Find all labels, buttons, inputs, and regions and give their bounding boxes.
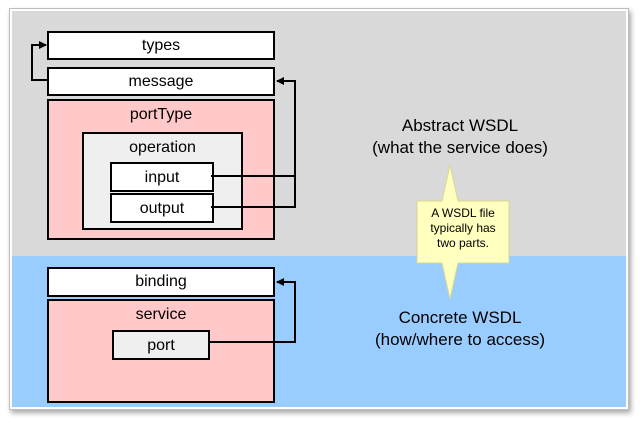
output-box: output <box>110 193 214 223</box>
operation-label: operation <box>129 139 196 156</box>
abstract-wsdl-caption: Abstract WSDL (what the service does) <box>340 115 580 159</box>
binding-label: binding <box>135 273 187 290</box>
binding-box: binding <box>47 267 275 297</box>
message-label: message <box>128 73 194 90</box>
concrete-wsdl-subtitle: (how/where to access) <box>374 330 546 349</box>
callout-line-2: typically has <box>430 221 496 235</box>
callout-text: A WSDL file typically has two parts. <box>418 206 508 251</box>
callout-line-1: A WSDL file <box>431 206 495 220</box>
concrete-wsdl-caption: Concrete WSDL (how/where to access) <box>340 307 580 351</box>
concrete-wsdl-title: Concrete WSDL <box>398 308 522 327</box>
callout-line-3: two parts. <box>436 236 490 250</box>
callout-shape <box>416 164 510 300</box>
connector-arrows <box>31 41 296 343</box>
types-box: types <box>47 31 275 60</box>
service-label: service <box>135 306 187 323</box>
message-box: message <box>47 67 275 96</box>
port-to-binding-arrow <box>209 278 296 343</box>
port-box: port <box>112 330 210 360</box>
service-box: service port <box>47 299 275 403</box>
diagram-frame: types message portType operation input o… <box>9 8 629 410</box>
abstract-wsdl-title: Abstract WSDL <box>401 116 519 135</box>
operation-to-message-arrow <box>211 81 296 208</box>
abstract-wsdl-subtitle: (what the service does) <box>372 138 548 157</box>
operation-box: operation input output <box>82 132 243 230</box>
output-label: output <box>139 200 185 217</box>
types-label: types <box>141 37 181 54</box>
input-label: input <box>144 169 180 186</box>
porttype-box: portType operation input output <box>47 99 275 240</box>
porttype-label: portType <box>129 106 193 123</box>
port-label: port <box>147 337 175 354</box>
message-to-types-arrow <box>31 41 47 81</box>
